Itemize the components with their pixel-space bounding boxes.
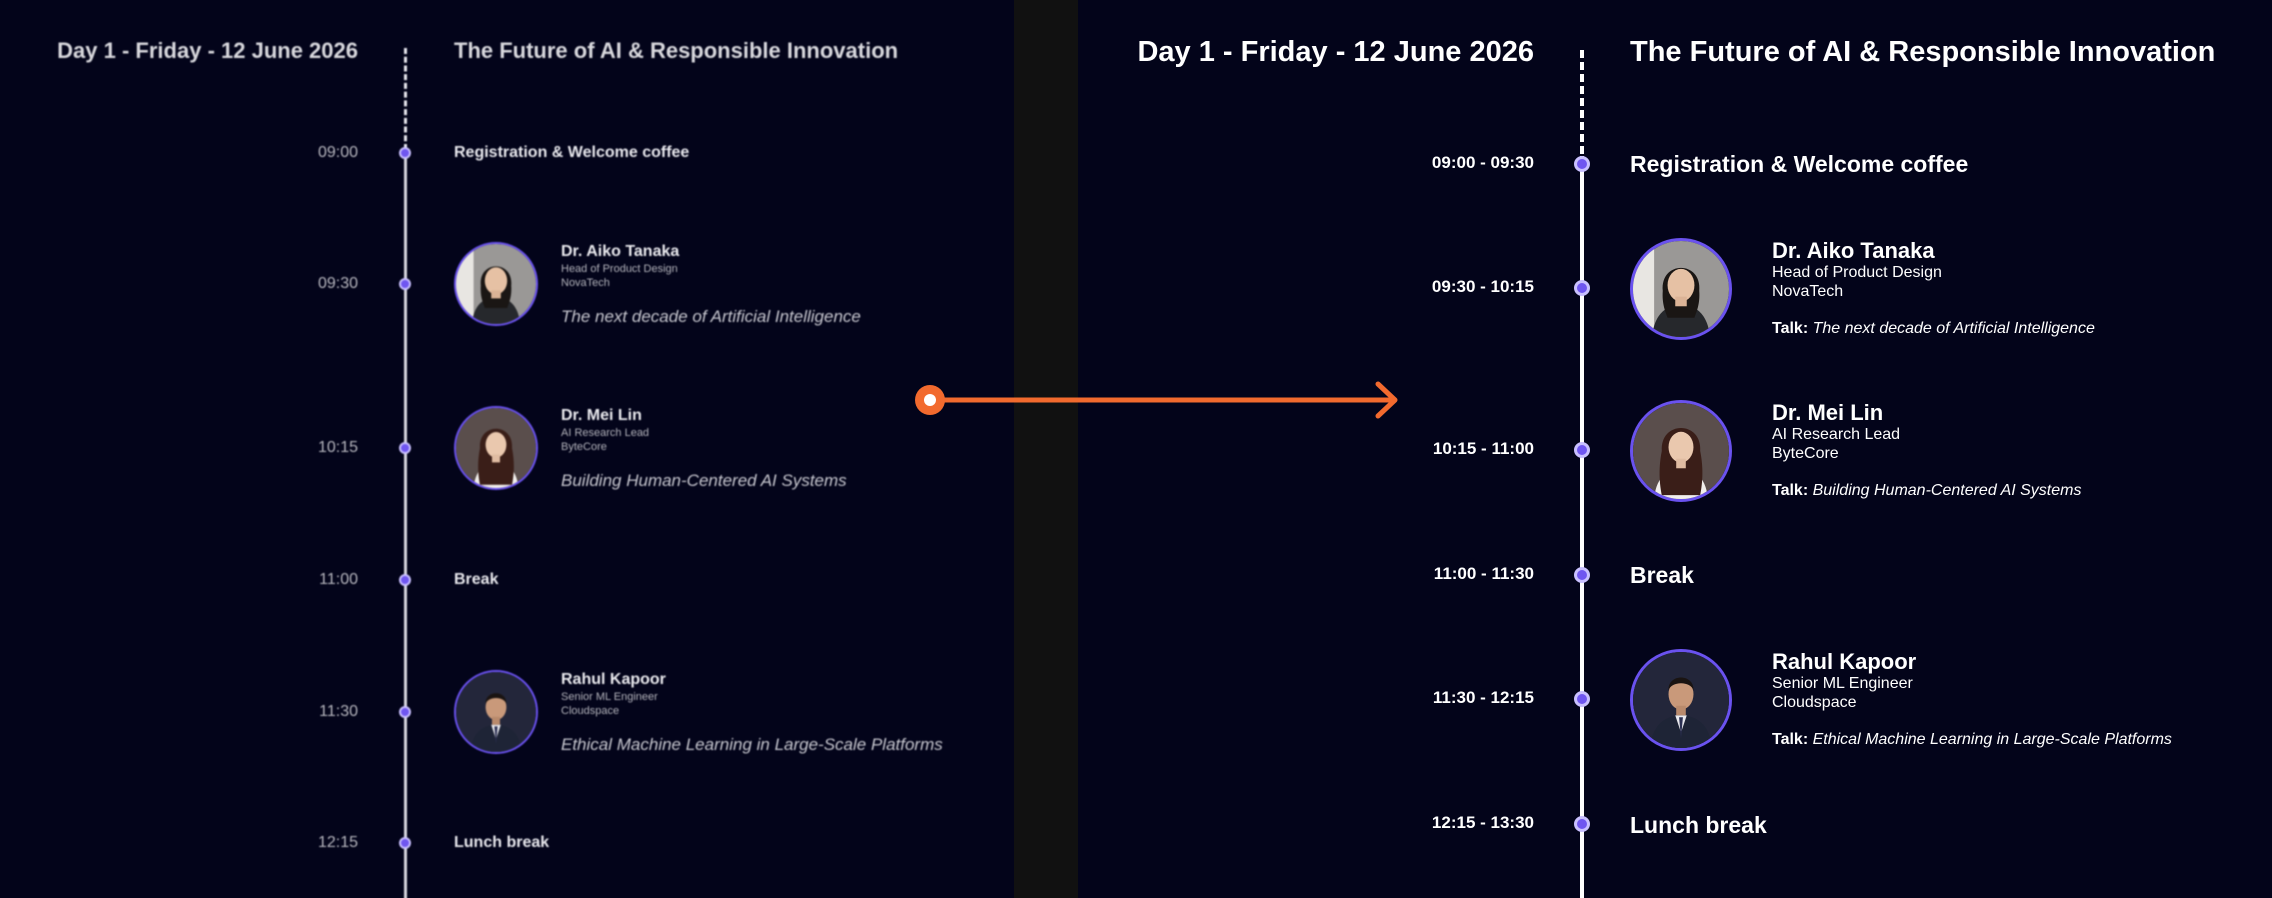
timeline-line <box>1580 156 1584 898</box>
speaker-photo <box>1633 403 1729 499</box>
speaker-role: AI Research Lead <box>1772 426 1901 443</box>
timeline-dot-icon <box>399 147 411 159</box>
talk-prefix: Talk: <box>1772 731 1809 748</box>
speaker-avatar <box>1630 649 1732 751</box>
speaker-photo <box>456 408 536 488</box>
speaker-role: Head of Product Design <box>1772 264 1942 281</box>
timeline-dot-icon <box>399 706 411 718</box>
speaker-avatar <box>454 242 538 326</box>
timeline-dashed-line <box>404 48 407 150</box>
session-time: 12:15 <box>317 834 358 851</box>
session-time: 10:15 <box>317 439 358 456</box>
talk-title: Building Human-Centered AI Systems <box>1812 482 2082 499</box>
speaker-avatar <box>454 406 538 490</box>
timeline-dot-icon <box>399 837 411 849</box>
session-time: 09:30 - 10:15 <box>1431 277 1534 296</box>
speaker-role: Head of Product Design <box>561 263 678 275</box>
day-heading: Day 1 - Friday - 12 June 2026 <box>57 38 358 63</box>
speaker-name: Rahul Kapoor <box>561 671 666 688</box>
session-time: 11:30 <box>319 703 358 720</box>
arrow-right-icon <box>915 381 1398 419</box>
speaker-photo <box>456 672 536 752</box>
session-time: 09:30 <box>317 275 358 292</box>
day-heading: Day 1 - Friday - 12 June 2026 <box>1137 36 1534 68</box>
talk-prefix: Talk: <box>1772 320 1809 337</box>
timeline-dot-icon <box>399 574 411 586</box>
speaker-name: Dr. Aiko Tanaka <box>561 243 680 260</box>
session-label: Registration & Welcome coffee <box>454 144 690 161</box>
session-time: 09:00 <box>317 144 358 161</box>
timeline-dashed-line <box>1580 50 1584 154</box>
speaker-name: Dr. Mei Lin <box>1772 400 1884 425</box>
speaker-photo <box>1633 241 1729 337</box>
timeline-line <box>404 152 407 898</box>
speaker-company: Cloudspace <box>1772 694 1857 711</box>
timeline-dot-icon <box>1574 442 1590 458</box>
speaker-photo <box>1633 652 1729 748</box>
talk-title: Building Human-Centered AI Systems <box>561 471 847 490</box>
session-label: Registration & Welcome coffee <box>1630 151 1969 177</box>
speaker-company: ByteCore <box>561 441 607 453</box>
speaker-company: NovaTech <box>1772 283 1844 300</box>
speaker-avatar <box>454 670 538 754</box>
event-title: The Future of AI & Responsible Innovatio… <box>1630 36 2216 68</box>
session-time: 10:15 - 11:00 <box>1432 439 1534 458</box>
speaker-avatar <box>1630 238 1732 340</box>
timeline-dot-icon <box>1574 280 1590 296</box>
speaker-avatar <box>1630 400 1732 502</box>
timeline-dot-icon <box>399 278 411 290</box>
session-label: Break <box>1630 562 1694 588</box>
talk-line: Talk: The next decade of Artificial Inte… <box>1772 320 2095 338</box>
timeline-dot-icon <box>1574 691 1590 707</box>
speaker-role: Senior ML Engineer <box>561 691 658 703</box>
speaker-role: Senior ML Engineer <box>1772 675 1913 692</box>
talk-title: The next decade of Artificial Intelligen… <box>561 307 861 326</box>
session-time: 11:30 - 12:15 <box>1432 688 1534 707</box>
session-label: Lunch break <box>454 834 550 851</box>
session-label: Break <box>454 571 499 588</box>
talk-line: Talk: Ethical Machine Learning in Large-… <box>1772 731 2172 749</box>
session-time: 09:00 - 09:30 <box>1431 153 1534 172</box>
talk-title: Ethical Machine Learning in Large-Scale … <box>1812 731 2172 748</box>
speaker-company: Cloudspace <box>561 705 620 717</box>
after-panel: Day 1 - Friday - 12 June 2026 The Future… <box>1078 0 2272 898</box>
speaker-company: ByteCore <box>1772 445 1839 462</box>
talk-line: Talk: Building Human-Centered AI Systems <box>1772 482 2081 500</box>
talk-title: The next decade of Artificial Intelligen… <box>1812 320 2095 337</box>
speaker-name: Dr. Mei Lin <box>561 407 642 424</box>
before-content: Day 1 - Friday - 12 June 2026 The Future… <box>0 0 1014 898</box>
session-time: 11:00 - 11:30 <box>1433 564 1534 583</box>
timeline-dot-icon <box>1574 567 1590 583</box>
speaker-name: Rahul Kapoor <box>1772 649 1917 674</box>
session-time: 11:00 <box>319 571 358 588</box>
speaker-company: NovaTech <box>561 277 610 289</box>
speaker-name: Dr. Aiko Tanaka <box>1772 238 1935 263</box>
timeline-dot-icon <box>1574 156 1590 172</box>
arrow-start-dot-center <box>924 394 936 406</box>
session-label: Lunch break <box>1630 812 1767 838</box>
timeline-dot-icon <box>399 442 411 454</box>
before-panel: Day 1 - Friday - 12 June 2026 The Future… <box>0 0 1014 898</box>
talk-prefix: Talk: <box>1772 482 1809 499</box>
speaker-role: AI Research Lead <box>561 427 650 439</box>
talk-title: Ethical Machine Learning in Large-Scale … <box>561 735 943 754</box>
event-title: The Future of AI & Responsible Innovatio… <box>454 38 899 63</box>
speaker-photo <box>456 244 536 324</box>
session-time: 12:15 - 13:30 <box>1431 813 1534 832</box>
arrow-head <box>1375 381 1398 419</box>
timeline-dot-icon <box>1574 816 1590 832</box>
